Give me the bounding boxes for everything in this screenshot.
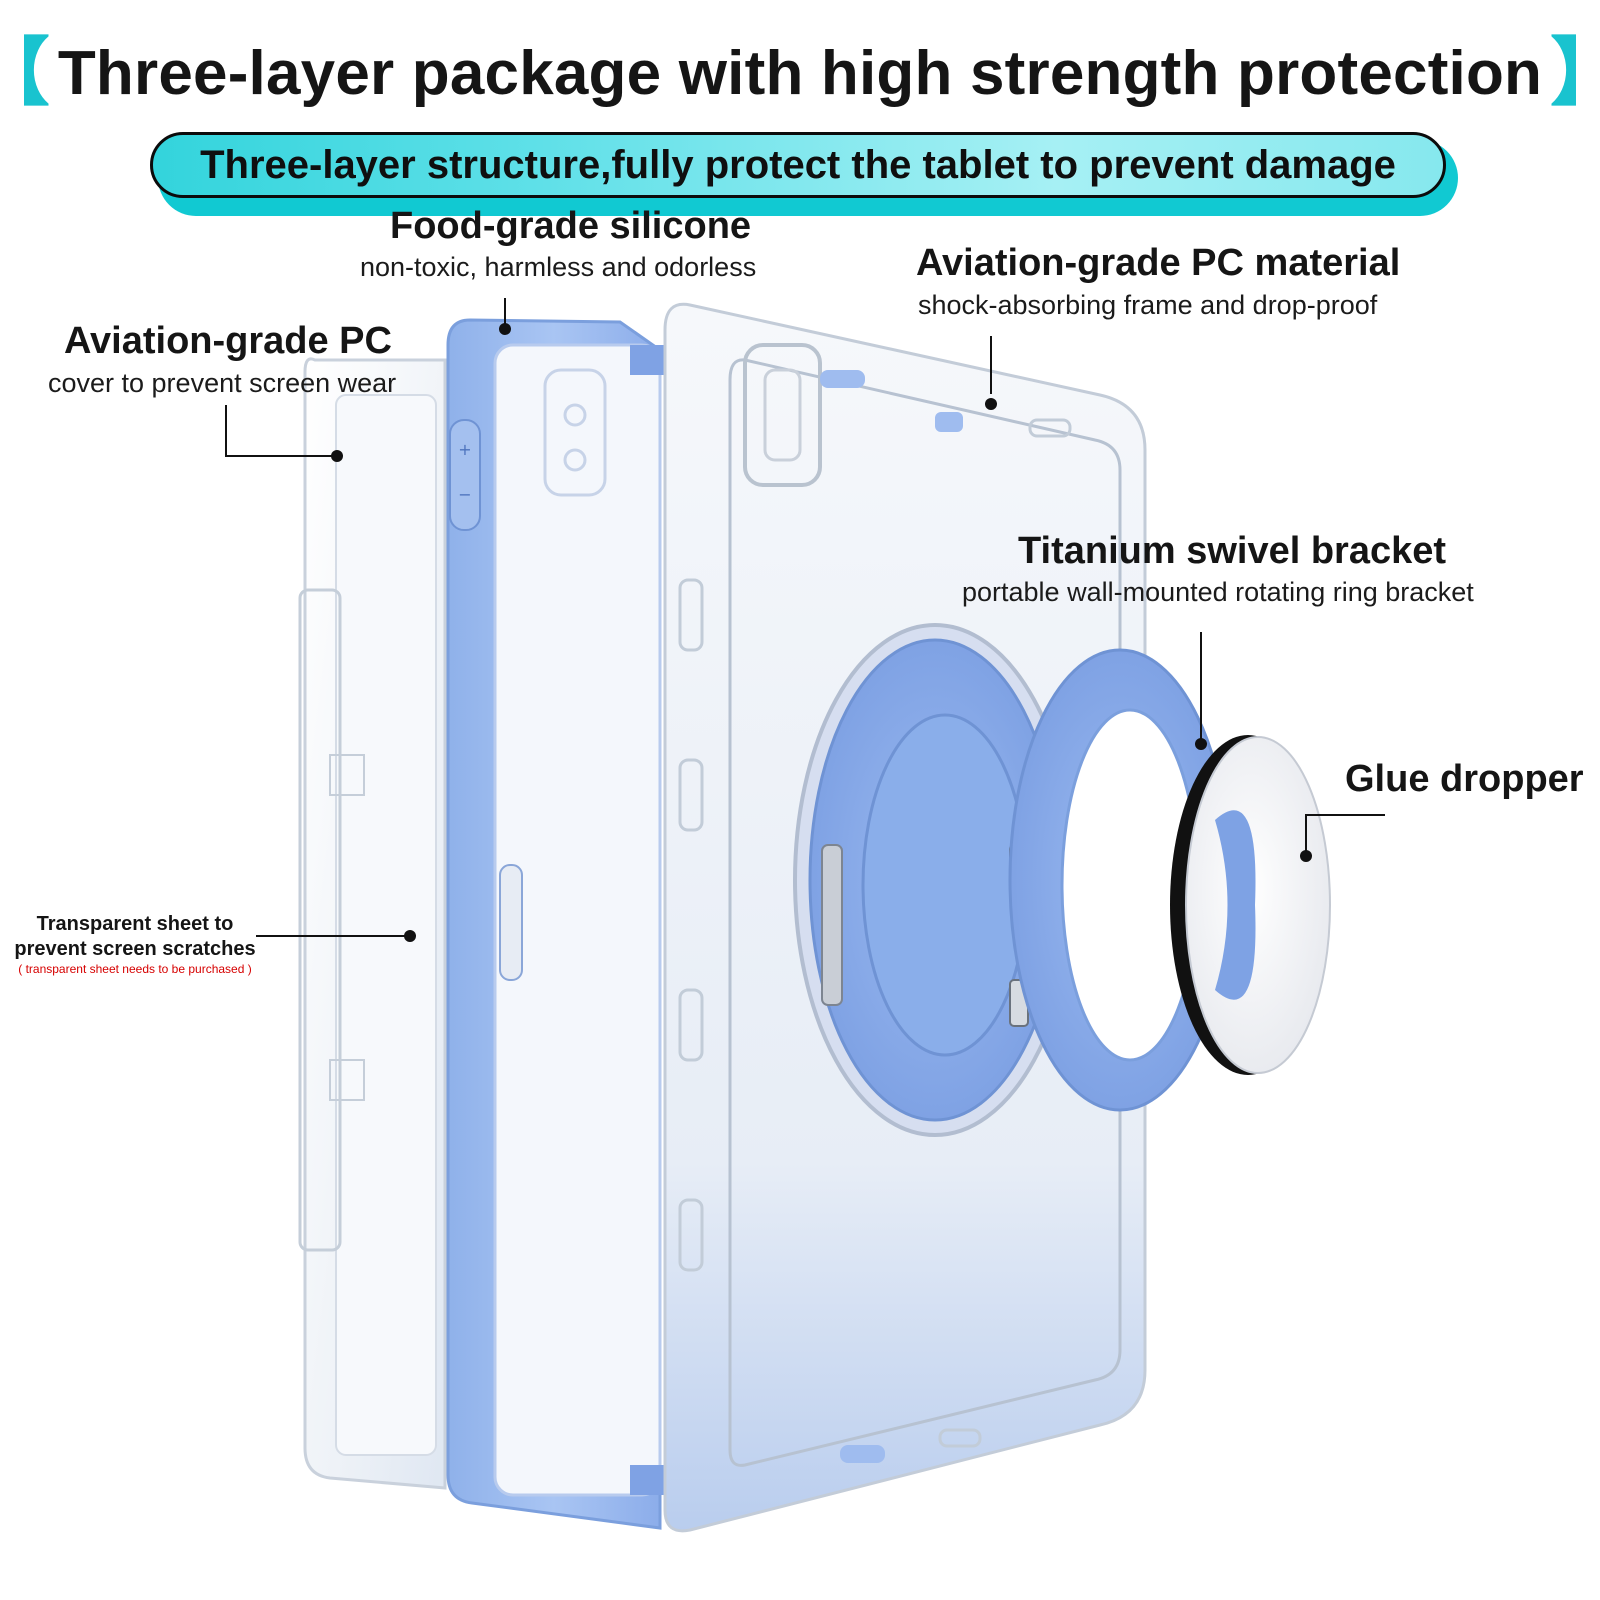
- front-pc-cover-illustration: [298, 357, 447, 1490]
- aviation-pc-material-callout-dot: [985, 398, 997, 410]
- titanium-ring-illustration: [1008, 648, 1232, 1112]
- food-grade-callout-line: [504, 298, 506, 328]
- transparent-sheet-note: ( transparent sheet needs to be purchase…: [18, 962, 252, 976]
- aviation-pc-cover-title: Aviation-grade PC: [64, 320, 392, 362]
- bracket-base-illustration: [793, 623, 1077, 1137]
- svg-text:−: −: [458, 485, 471, 504]
- transparent-sheet-label: Transparent sheet to prevent screen scra…: [0, 912, 270, 976]
- aviation-pc-material-title: Aviation-grade PC material: [916, 242, 1401, 284]
- transparent-sheet-line1: Transparent sheet to: [36, 913, 234, 935]
- titanium-bracket-callout-line: [1200, 632, 1202, 744]
- aviation-pc-cover-callout-vline: [225, 405, 227, 457]
- transparent-sheet-callout-dot: [404, 930, 416, 942]
- titanium-bracket-title: Titanium swivel bracket: [1018, 530, 1447, 572]
- headline-bracket-right: 】: [1550, 36, 1600, 110]
- food-grade-callout-dot: [499, 323, 511, 335]
- transparent-sheet-callout-line: [256, 935, 406, 937]
- aviation-pc-material-callout-line: [990, 336, 992, 394]
- headline: 【 Three-layer package with high strength…: [0, 28, 1600, 118]
- subheading-pill: Three-layer structure,fully protect the …: [150, 132, 1446, 198]
- glue-dropper-callout-vline: [1305, 814, 1307, 854]
- subheading-text: Three-layer structure,fully protect the …: [200, 142, 1396, 187]
- aviation-pc-cover-callout-hline: [225, 455, 333, 457]
- titanium-bracket-subtitle: portable wall-mounted rotating ring brac…: [962, 577, 1474, 607]
- food-grade-silicone-subtitle: non-toxic, harmless and odorless: [360, 252, 757, 282]
- titanium-bracket-callout-dot: [1195, 738, 1207, 750]
- svg-text:+: +: [458, 440, 471, 459]
- aviation-pc-cover-subtitle: cover to prevent screen wear: [48, 368, 397, 398]
- headline-bracket-left: 【: [0, 36, 50, 110]
- glue-dropper-callout-hline: [1305, 814, 1385, 816]
- glue-disc-illustration: [1170, 735, 1331, 1075]
- silicone-frame-illustration: + −: [446, 318, 670, 1530]
- glue-dropper-title: Glue dropper: [1345, 758, 1584, 800]
- headline-title: Three-layer package with high strength p…: [57, 38, 1543, 108]
- transparent-sheet-line2: prevent screen scratches: [14, 938, 256, 960]
- aviation-pc-cover-callout-dot: [331, 450, 343, 462]
- glue-dropper-callout-dot: [1300, 850, 1312, 862]
- food-grade-silicone-title: Food-grade silicone: [390, 205, 752, 247]
- aviation-pc-material-subtitle: shock-absorbing frame and drop-proof: [918, 290, 1378, 320]
